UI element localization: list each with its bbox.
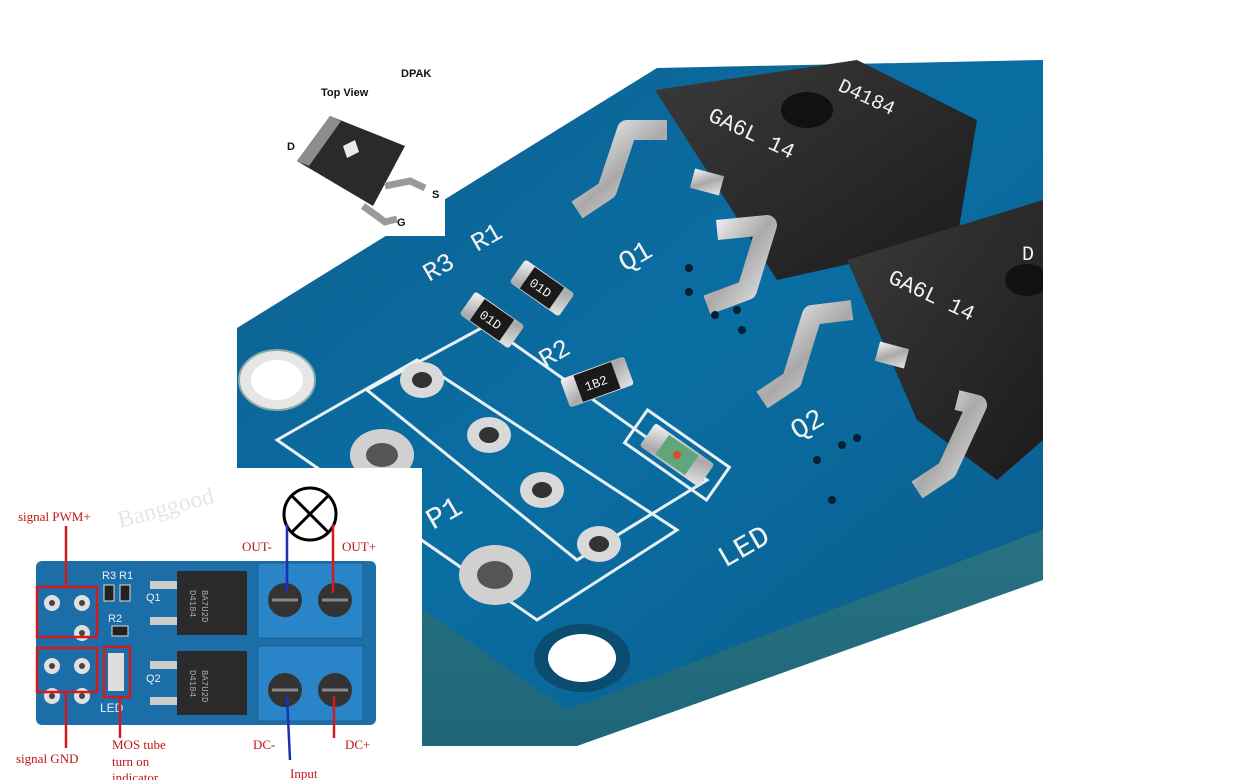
resistor-r2: 1B2 (560, 357, 634, 407)
resistor-r3: 01D (460, 292, 524, 348)
terminal-screws (268, 583, 352, 707)
mos-note-line3: indicator (112, 770, 159, 780)
board-label-q2: Q2 (146, 673, 161, 685)
header-pads (350, 362, 621, 605)
signal-gnd-label: signal GND (16, 751, 78, 766)
mount-hole-bottom-center (548, 634, 616, 682)
led-component (622, 407, 732, 503)
mosfet-q2-partial-marking: D (1022, 244, 1034, 267)
dpak-view-label: Top View (321, 87, 369, 99)
mount-hole-left-center (251, 360, 303, 400)
dpak-inset: DPAK Top View D G S (285, 66, 445, 236)
dpak-package-label: DPAK (401, 68, 431, 80)
vias (685, 264, 861, 504)
dc-minus-wire (285, 695, 292, 761)
board-mosfet-q1-top: D4184 (187, 590, 197, 617)
dc-minus-label: DC- (253, 737, 275, 752)
mosfet-q1: GA6L 14 D4184 (571, 60, 977, 315)
board-mosfet-q2: D4184 BA7U2D (150, 651, 247, 715)
mosfet-q2: GA6L 14 D (756, 200, 1043, 499)
board-mosfet-q2-top: D4184 (187, 670, 197, 697)
board-mosfet-q1-bottom: BA7U2D (199, 590, 209, 622)
input-label: Input (290, 766, 318, 780)
dpak-pin-s: S (432, 189, 439, 201)
board-label-r1: R1 (119, 570, 133, 582)
dpak-logo-icon (343, 140, 359, 158)
dc-plus-label: DC+ (345, 737, 370, 752)
mos-note-line1: MOS tube (112, 737, 166, 752)
board-resistor-r1 (119, 584, 131, 602)
board-label-led: LED (100, 701, 124, 715)
lamp-icon (282, 486, 338, 542)
board-label-q1: Q1 (146, 592, 161, 604)
dpak-pin-g: G (397, 217, 406, 229)
board-mosfet-q1: D4184 BA7U2D (150, 571, 247, 635)
board-label-r2: R2 (108, 613, 122, 625)
board-led (108, 653, 124, 691)
board-resistor-r2 (111, 625, 129, 637)
out-minus-label: OUT- (242, 539, 272, 554)
led-highlight-box (102, 645, 132, 699)
board-label-r3: R3 (102, 570, 116, 582)
dpak-pin-d: D (287, 141, 295, 153)
header-inner-outline (364, 323, 710, 562)
wiring-diagram: Banggood R3 R1 Q1 R2 Q2 LED D4184 BA7U2D… (0, 468, 422, 780)
mos-note-line2: turn on (112, 754, 150, 769)
board-mosfet-q2-bottom: BA7U2D (199, 670, 209, 702)
resistor-r1: 01D (510, 260, 574, 316)
signal-pwm-label: signal PWM+ (18, 509, 91, 524)
board-resistor-r3 (103, 584, 115, 602)
out-plus-label: OUT+ (342, 539, 376, 554)
